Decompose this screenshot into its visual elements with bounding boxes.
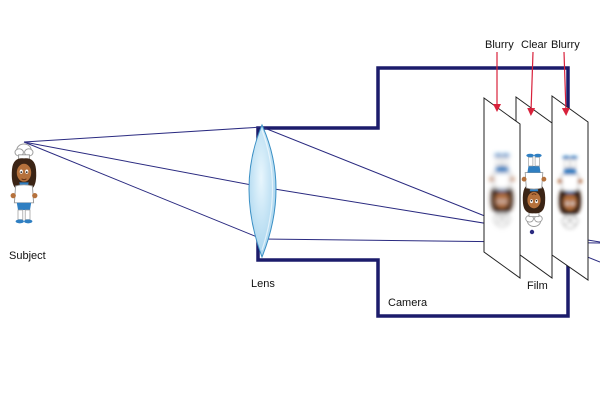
film-label: Film [527, 280, 548, 292]
clear-label: Clear [521, 39, 548, 51]
focus-arrows [493, 51, 570, 116]
film-plane-front [483, 97, 521, 279]
blurry-right-label: Blurry [551, 39, 580, 51]
lens-label: Lens [251, 278, 275, 290]
film-plane-middle [515, 96, 553, 279]
chef-figure-icon [9, 143, 39, 224]
blurry-left-label: Blurry [485, 39, 514, 51]
film-plane-back [551, 95, 589, 281]
light-rays [23, 126, 600, 263]
focus-point [529, 229, 535, 235]
camera-label: Camera [388, 297, 428, 309]
subject-label: Subject [9, 250, 46, 262]
